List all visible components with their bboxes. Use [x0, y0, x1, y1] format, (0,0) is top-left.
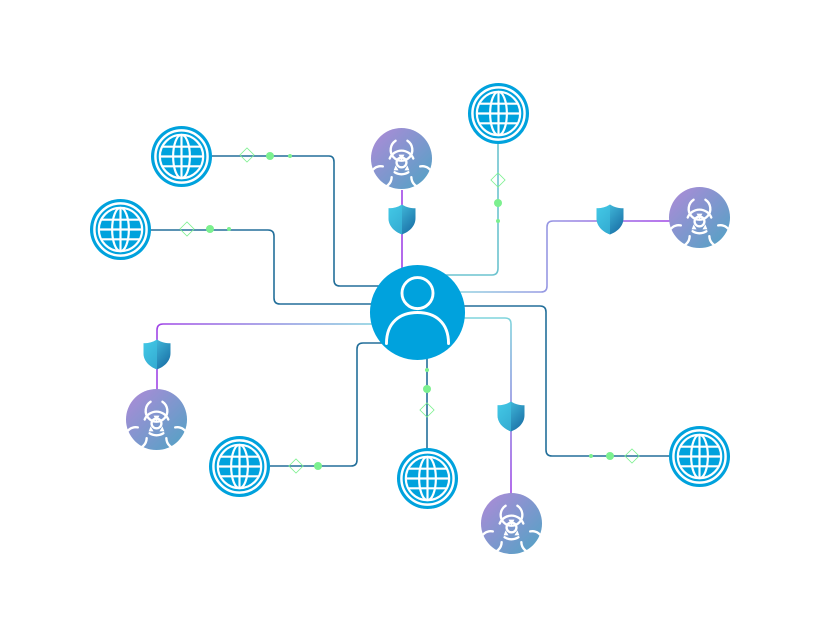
- globe-icon: [396, 447, 459, 510]
- shield-icon: [388, 204, 416, 235]
- link-globe-bottom-left: [270, 342, 382, 467]
- marker-globe-bottom: [419, 368, 435, 418]
- marker-globe-right: [589, 448, 640, 464]
- marker-globe-bottom-left: [288, 458, 322, 474]
- shield-icon: [596, 204, 624, 235]
- link-hazard-bottom: [463, 317, 512, 495]
- biohazard-icon: [480, 492, 543, 555]
- globe-icon: [150, 125, 213, 188]
- globe-icon: [467, 82, 530, 145]
- globe-icon: [668, 425, 731, 488]
- globe-icon: [208, 435, 271, 498]
- shield-icon: [143, 339, 171, 370]
- shield-icon: [497, 401, 525, 432]
- marker-globe-top: [490, 172, 506, 223]
- link-globe-left: [150, 229, 385, 305]
- biohazard-icon: [125, 388, 188, 451]
- biohazard-icon: [370, 127, 433, 190]
- globe-icon: [89, 198, 152, 261]
- link-globe-top: [440, 143, 499, 276]
- marker-globe-left: [179, 221, 231, 237]
- user-icon: [369, 264, 466, 361]
- link-markers: [179, 147, 640, 474]
- link-hazard-left: [156, 323, 385, 390]
- link-globe-top-left: [212, 155, 390, 287]
- link-globe-right: [462, 305, 670, 457]
- marker-globe-top-left: [239, 147, 292, 163]
- biohazard-icon: [668, 186, 731, 249]
- connector-lines: [150, 143, 670, 495]
- link-hazard-right: [450, 220, 670, 293]
